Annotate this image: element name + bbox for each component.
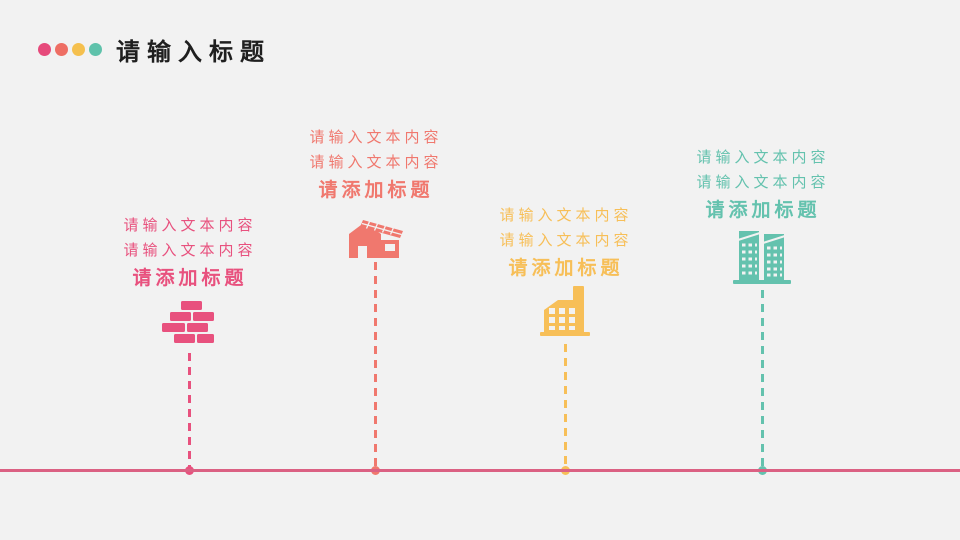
accent-dot-yellow-icon [72, 43, 85, 56]
connector-dashed-line [374, 262, 377, 469]
text-placeholder-4[interactable]: 请输入文本内容 请输入文本内容 请添加标题 [668, 145, 858, 224]
body-text-line: 请输入文本内容 [696, 174, 830, 191]
timeline-baseline [0, 469, 960, 472]
brick-wall-icon [162, 301, 218, 349]
body-text-line: 请输入文本内容 [123, 242, 257, 259]
house-icon [343, 218, 407, 260]
item-heading: 请添加标题 [705, 200, 821, 221]
accent-dot-coral-icon [55, 43, 68, 56]
body-text-line: 请输入文本内容 [499, 207, 633, 224]
text-placeholder-2[interactable]: 请输入文本内容 请输入文本内容 请添加标题 [281, 125, 471, 204]
body-text-line: 请输入文本内容 [309, 129, 443, 146]
slide-header: 请输入标题 [38, 32, 271, 67]
accent-dot-pink-icon [38, 43, 51, 56]
page-title: 请输入标题 [116, 39, 271, 66]
body-text-line: 请输入文本内容 [309, 154, 443, 171]
connector-dashed-line [564, 344, 567, 469]
connector-dashed-line [761, 290, 764, 469]
item-heading: 请添加标题 [132, 268, 248, 289]
item-heading: 请添加标题 [508, 258, 624, 279]
text-placeholder-1[interactable]: 请输入文本内容 请输入文本内容 请添加标题 [95, 213, 285, 292]
item-heading: 请添加标题 [318, 180, 434, 201]
body-text-line: 请输入文本内容 [499, 232, 633, 249]
accent-dots [38, 43, 102, 56]
connector-dashed-line [188, 353, 191, 469]
office-buildings-icon [731, 226, 793, 286]
accent-dot-teal-icon [89, 43, 102, 56]
factory-icon [538, 286, 594, 341]
text-placeholder-3[interactable]: 请输入文本内容 请输入文本内容 请添加标题 [471, 203, 661, 282]
body-text-line: 请输入文本内容 [123, 217, 257, 234]
body-text-line: 请输入文本内容 [696, 149, 830, 166]
